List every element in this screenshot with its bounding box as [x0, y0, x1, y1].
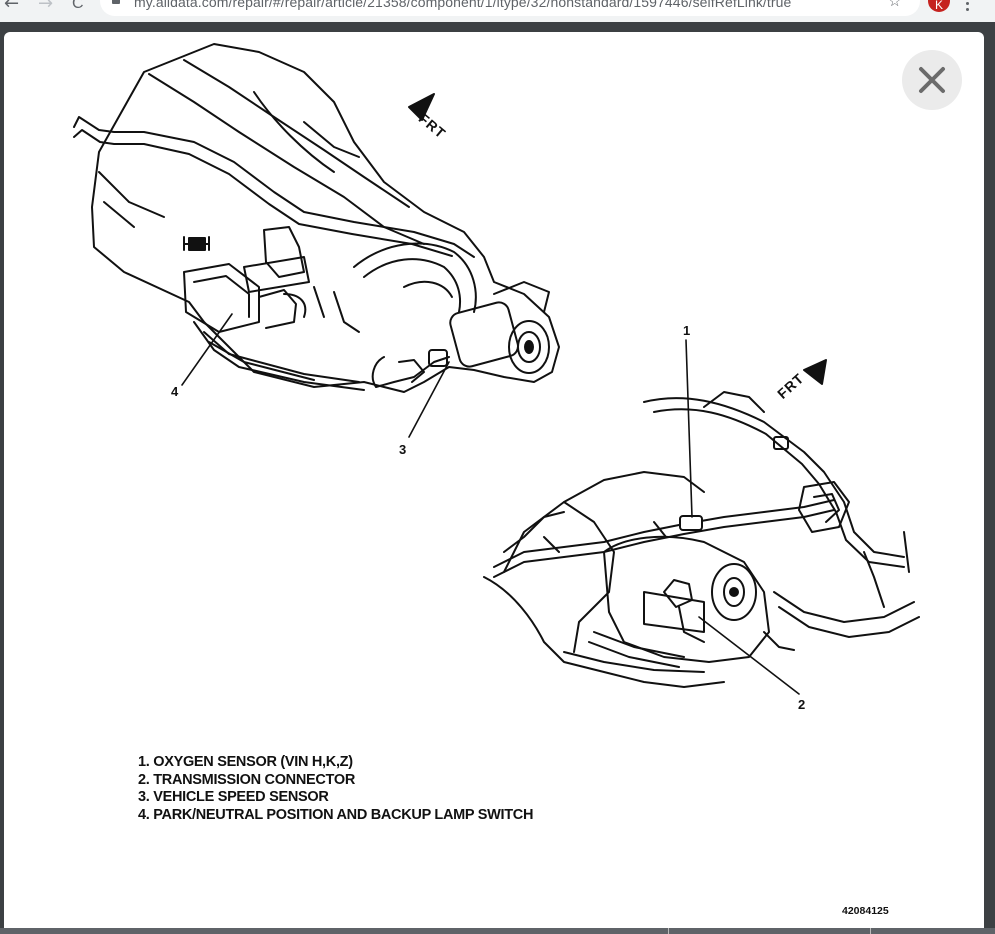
- address-bar[interactable]: my.alldata.com/repair/#/repair/article/2…: [100, 0, 920, 16]
- callout-leader-2: [698, 616, 800, 695]
- browser-toolbar: ← → C my.alldata.com/repair/#/repair/art…: [0, 0, 995, 22]
- avatar[interactable]: K: [928, 0, 950, 12]
- close-x-icon: [919, 67, 945, 93]
- callout-number-4: 4: [171, 384, 179, 399]
- callout-number-3: 3: [399, 442, 407, 457]
- frt-arrow-lower: [803, 359, 827, 385]
- legend-item-transmission-connector: 2. TRANSMISSION CONNECTOR: [138, 771, 356, 788]
- star-icon[interactable]: ☆: [888, 0, 902, 10]
- figure-id: 42084125: [842, 905, 889, 917]
- callout-leader-3: [408, 361, 450, 438]
- back-arrow-icon[interactable]: ←: [4, 0, 20, 14]
- callout-leaders: [181, 313, 800, 695]
- bottom-toolbar-strip: [0, 928, 995, 934]
- image-modal: FRT FRT 1 2 3 4 1. OXYGEN SENSOR (VIN H,…: [4, 32, 984, 932]
- legend-item-park-neutral-switch: 4. PARK/NEUTRAL POSITION AND BACKUP LAMP…: [138, 806, 534, 823]
- menu-dots-icon[interactable]: [966, 0, 970, 14]
- legend-item-oxygen-sensor: 1. OXYGEN SENSOR (VIN H,K,Z): [138, 754, 353, 770]
- address-url[interactable]: my.alldata.com/repair/#/repair/article/2…: [134, 0, 792, 10]
- frt-arrow-upper: [408, 93, 435, 121]
- callout-leader-1: [685, 339, 693, 518]
- callout-leader-4: [181, 313, 233, 386]
- legend-item-vehicle-speed-sensor: 3. VEHICLE SPEED SENSOR: [138, 789, 329, 805]
- lock-icon: [112, 0, 120, 4]
- transmission-assembly-upper: [73, 43, 560, 393]
- forward-arrow-icon[interactable]: →: [38, 0, 54, 14]
- vehicle-underbody-lower: [483, 391, 920, 688]
- reload-icon[interactable]: C: [72, 0, 84, 12]
- transmission-diagram: [73, 43, 920, 695]
- close-button[interactable]: [902, 50, 962, 110]
- callout-number-1: 1: [683, 323, 691, 338]
- callout-number-2: 2: [798, 697, 806, 712]
- diagram-legend: 1. OXYGEN SENSOR (VIN H,K,Z) 2. TRANSMIS…: [138, 754, 533, 824]
